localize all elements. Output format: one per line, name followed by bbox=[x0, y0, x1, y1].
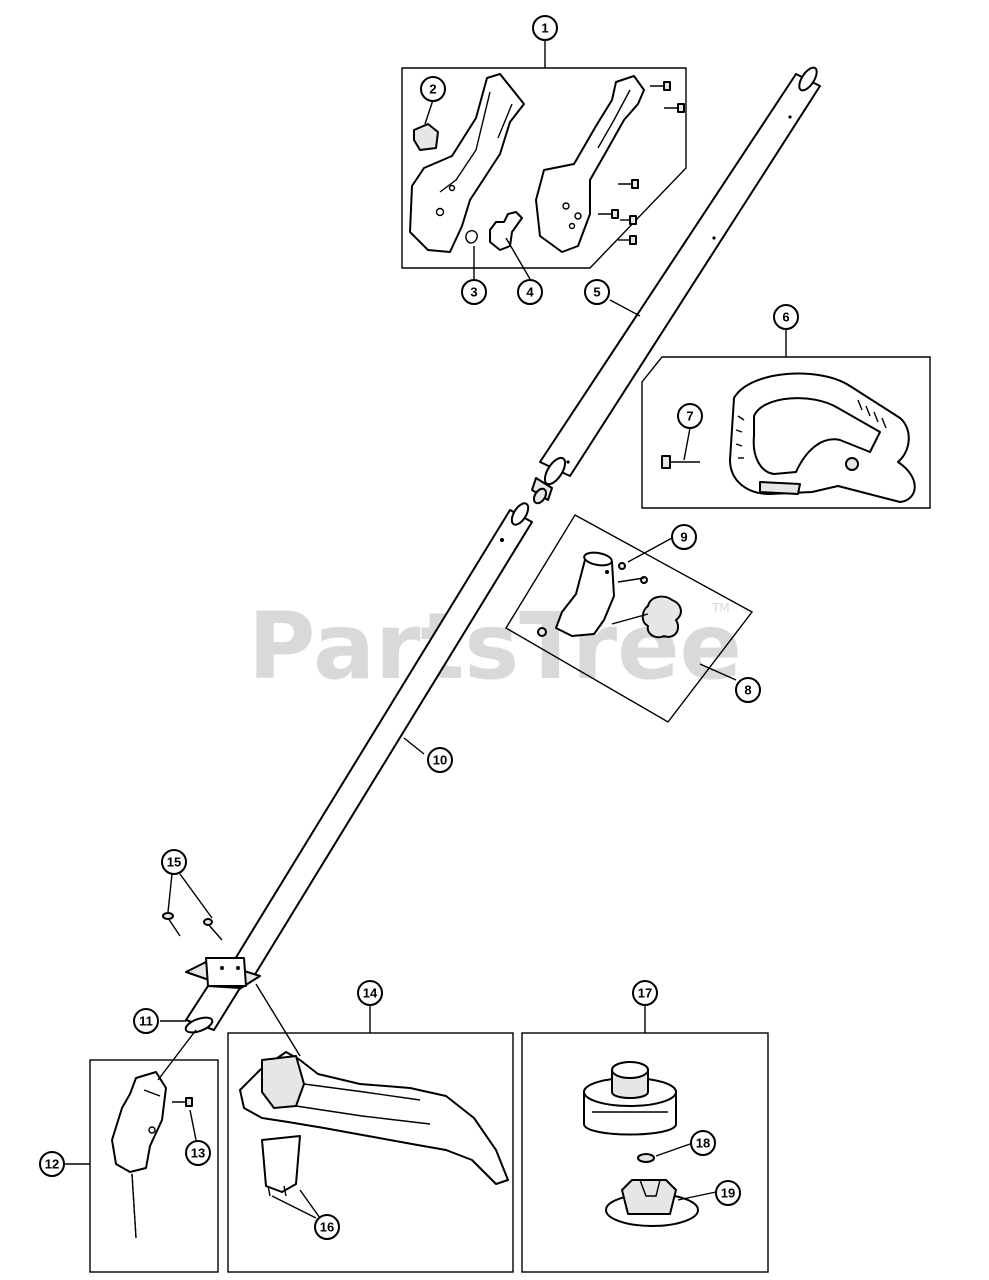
svg-text:18: 18 bbox=[696, 1136, 710, 1151]
svg-text:4: 4 bbox=[526, 285, 534, 300]
callout-8: 8 bbox=[735, 677, 761, 703]
svg-text:3: 3 bbox=[470, 285, 477, 300]
callout-3: 3 bbox=[461, 279, 487, 305]
callout-10: 10 bbox=[427, 747, 453, 773]
callout-4: 4 bbox=[517, 279, 543, 305]
callout-6: 6 bbox=[773, 304, 799, 330]
svg-text:13: 13 bbox=[191, 1146, 205, 1161]
watermark-trademark: TM bbox=[711, 601, 730, 615]
callout-11: 11 bbox=[133, 1008, 159, 1034]
assist-handle bbox=[661, 372, 916, 503]
lower-shaft bbox=[184, 502, 533, 1034]
callout-13: 13 bbox=[185, 1140, 211, 1166]
callout-12: 12 bbox=[39, 1151, 65, 1177]
svg-text:10: 10 bbox=[433, 753, 447, 768]
callout-18: 18 bbox=[690, 1130, 716, 1156]
upper-shaft bbox=[531, 66, 821, 505]
svg-text:1: 1 bbox=[541, 21, 548, 36]
guard bbox=[239, 1051, 509, 1197]
svg-text:16: 16 bbox=[320, 1220, 334, 1235]
callout-2: 2 bbox=[420, 76, 446, 102]
clamp-bolts bbox=[162, 912, 223, 941]
svg-text:17: 17 bbox=[638, 986, 652, 1001]
svg-text:19: 19 bbox=[721, 1186, 735, 1201]
svg-text:15: 15 bbox=[167, 855, 181, 870]
callout-14: 14 bbox=[357, 980, 383, 1006]
svg-text:8: 8 bbox=[744, 683, 751, 698]
gearbox bbox=[111, 1071, 193, 1239]
callouts: 1 2 3 4 5 6 7 8 9 10 11 12 13 14 15 16 1… bbox=[39, 15, 799, 1240]
callout-19: 19 bbox=[715, 1180, 741, 1206]
callout-17: 17 bbox=[632, 980, 658, 1006]
svg-text:9: 9 bbox=[680, 530, 687, 545]
box-handle-assembly bbox=[401, 67, 687, 269]
svg-text:5: 5 bbox=[593, 285, 600, 300]
handle-assembly bbox=[409, 73, 685, 253]
coupler-assembly bbox=[537, 551, 682, 639]
callout-5: 5 bbox=[584, 279, 610, 305]
screws-handle bbox=[598, 81, 685, 245]
box-assist-handle bbox=[641, 356, 931, 509]
svg-text:6: 6 bbox=[782, 310, 789, 325]
svg-text:12: 12 bbox=[45, 1157, 59, 1172]
callout-7: 7 bbox=[677, 403, 703, 429]
callout-16: 16 bbox=[314, 1214, 340, 1240]
svg-text:14: 14 bbox=[363, 986, 378, 1001]
box-gearbox bbox=[89, 1059, 219, 1273]
box-coupler-assembly bbox=[505, 514, 754, 723]
leader-lines bbox=[65, 40, 787, 1219]
trimmer-head bbox=[583, 1061, 699, 1227]
callout-15: 15 bbox=[161, 849, 187, 875]
callout-1: 1 bbox=[532, 15, 558, 41]
svg-text:11: 11 bbox=[139, 1014, 153, 1029]
svg-text:2: 2 bbox=[429, 82, 436, 97]
svg-text:7: 7 bbox=[686, 409, 693, 424]
callout-9: 9 bbox=[671, 524, 697, 550]
